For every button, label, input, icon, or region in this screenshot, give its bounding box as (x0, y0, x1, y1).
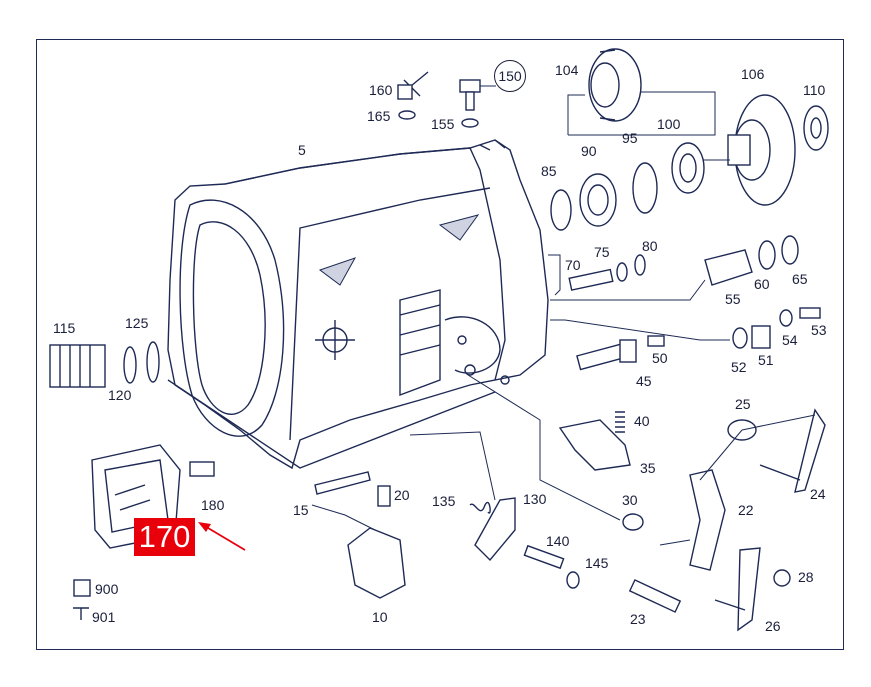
part-35-lever[interactable] (558, 419, 631, 471)
label-40: 40 (634, 413, 650, 429)
part-100-seal[interactable] (671, 142, 705, 194)
label-140: 140 (546, 533, 570, 549)
label-5: 5 (298, 142, 306, 158)
part-80-ring[interactable] (634, 254, 646, 276)
label-55: 55 (725, 291, 741, 307)
part-50-bolt[interactable] (647, 335, 665, 347)
part-110-nut[interactable] (803, 105, 829, 151)
diagram-frame (36, 39, 844, 650)
label-145: 145 (585, 555, 609, 571)
label-22: 22 (738, 502, 754, 518)
part-135-spring[interactable] (469, 501, 491, 514)
part-26-lever[interactable] (714, 547, 761, 632)
label-30: 30 (622, 492, 638, 508)
part-145-ring[interactable] (566, 571, 580, 589)
part-160-plug[interactable] (397, 71, 429, 100)
label-106: 106 (741, 66, 765, 82)
callout-arrow (198, 522, 246, 551)
label-50: 50 (652, 350, 668, 366)
label-155: 155 (431, 116, 455, 132)
label-25: 25 (735, 396, 751, 412)
label-85: 85 (541, 163, 557, 179)
part-55-sleeve[interactable] (704, 249, 753, 286)
part-24-lever[interactable] (759, 408, 826, 493)
part-22-lever[interactable] (689, 469, 726, 571)
part-75-ring[interactable] (616, 262, 628, 282)
part-40-spring[interactable] (615, 411, 625, 433)
part-130-lever[interactable] (474, 497, 516, 562)
label-130: 130 (523, 491, 547, 507)
part-45-sensor[interactable] (576, 339, 637, 371)
label-60: 60 (754, 276, 770, 292)
part-180-bolt[interactable] (189, 461, 215, 477)
part-65-ring[interactable] (781, 235, 799, 265)
label-115: 115 (53, 320, 76, 336)
label-28: 28 (798, 569, 814, 585)
part-53-bolt[interactable] (799, 307, 821, 319)
part-51-plug[interactable] (751, 325, 771, 349)
label-52: 52 (731, 359, 747, 375)
label-104: 104 (555, 62, 579, 78)
label-160: 160 (369, 82, 393, 98)
label-90: 90 (581, 143, 597, 159)
part-120-ring[interactable] (123, 346, 137, 384)
part-901-pin[interactable] (73, 607, 89, 620)
part-23-pin[interactable] (628, 579, 682, 613)
part-95-circlip[interactable] (632, 162, 658, 214)
part-20-bolt[interactable] (377, 485, 391, 507)
label-95: 95 (622, 130, 638, 146)
label-45: 45 (636, 373, 652, 389)
part-90-bearing[interactable] (579, 173, 617, 227)
label-180: 180 (201, 497, 225, 513)
part-54-washer[interactable] (779, 309, 793, 327)
label-901: 901 (92, 609, 116, 625)
part-15-rod[interactable] (314, 471, 371, 495)
label-20: 20 (394, 487, 410, 503)
part-28-nut[interactable] (773, 569, 791, 587)
label-26: 26 (765, 618, 781, 634)
label-70: 70 (565, 257, 581, 273)
part-115-shaft[interactable] (49, 344, 106, 388)
label-125: 125 (125, 315, 149, 331)
part-900-plug[interactable] (73, 579, 91, 597)
label-135: 135 (432, 493, 456, 509)
label-100: 100 (657, 116, 681, 132)
label-65: 65 (792, 271, 808, 287)
label-54: 54 (782, 332, 798, 348)
part-30-bushing[interactable] (622, 513, 644, 531)
label-23: 23 (630, 611, 646, 627)
label-15: 15 (293, 502, 309, 518)
label-51: 51 (758, 352, 774, 368)
part-106-flange[interactable] (727, 94, 796, 206)
label-24: 24 (810, 486, 826, 502)
part-85-ring[interactable] (550, 189, 572, 231)
label-110: 110 (803, 82, 826, 98)
label-165: 165 (367, 108, 391, 124)
part-125-ring[interactable] (146, 341, 160, 383)
part-10-bracket[interactable] (347, 527, 406, 599)
label-75: 75 (594, 244, 610, 260)
label-150: 150 (494, 60, 526, 92)
part-165-washer[interactable] (398, 110, 416, 120)
label-53: 53 (811, 322, 827, 338)
label-80: 80 (642, 238, 658, 254)
part-70-pin[interactable] (568, 268, 614, 291)
transmission-housing[interactable] (167, 139, 549, 470)
label-10: 10 (372, 609, 388, 625)
part-150-bolt[interactable] (459, 79, 481, 111)
part-140-pin[interactable] (523, 544, 565, 570)
label-900: 900 (95, 581, 119, 597)
part-155-washer[interactable] (461, 118, 479, 128)
part-60-ring[interactable] (758, 240, 776, 270)
highlighted-part-170[interactable]: 170 (134, 518, 195, 556)
part-52-ring[interactable] (732, 327, 748, 349)
part-104-gear[interactable] (588, 48, 642, 122)
label-35: 35 (640, 460, 656, 476)
label-120: 120 (108, 387, 132, 403)
